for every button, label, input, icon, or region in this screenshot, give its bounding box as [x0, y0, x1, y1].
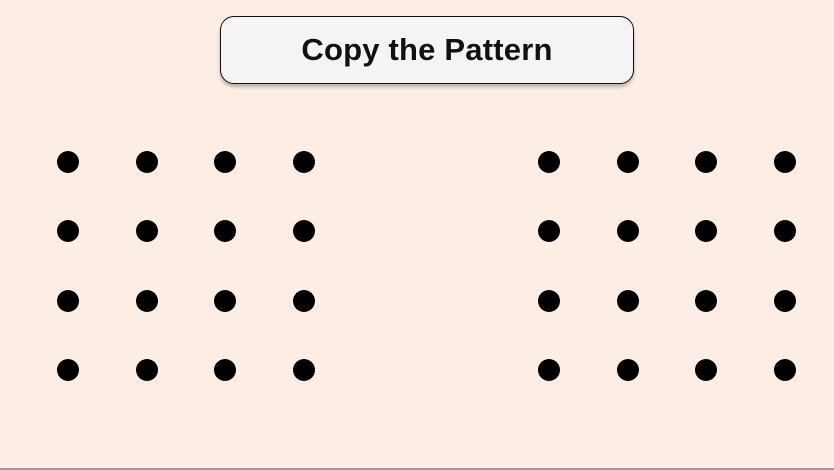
grid-dot: [214, 358, 236, 381]
grid-dot: [214, 151, 236, 173]
grid-dot[interactable]: [695, 220, 717, 243]
grid-dot[interactable]: [538, 220, 560, 243]
grid-dot: [135, 289, 158, 312]
grid-dot[interactable]: [695, 358, 717, 381]
grid-dot[interactable]: [773, 358, 796, 381]
grid-dot: [57, 220, 79, 243]
grid-dot[interactable]: [695, 289, 717, 312]
grid-dot[interactable]: [538, 151, 560, 173]
grid-dot[interactable]: [773, 220, 796, 243]
grid-dot: [57, 358, 79, 381]
page-title: Copy the Pattern: [301, 32, 553, 67]
grid-dot: [57, 151, 79, 173]
grid-dot[interactable]: [616, 151, 639, 173]
grid-dot[interactable]: [538, 289, 560, 312]
bottom-divider: [0, 468, 834, 470]
target-dot-grid[interactable]: [514, 130, 834, 410]
source-dot-grid: [33, 130, 353, 410]
grid-dot[interactable]: [616, 358, 639, 381]
grid-dot: [135, 151, 158, 173]
grid-dot[interactable]: [773, 151, 796, 173]
grid-dot: [292, 358, 315, 381]
grid-dot: [57, 289, 79, 312]
title-banner: Copy the Pattern: [220, 16, 634, 84]
grid-dot[interactable]: [616, 220, 639, 243]
grid-dot[interactable]: [538, 358, 560, 381]
grid-dot: [135, 358, 158, 381]
grid-dot: [292, 289, 315, 312]
grid-dot[interactable]: [695, 151, 717, 173]
grid-dot: [135, 220, 158, 243]
grid-dot: [214, 220, 236, 243]
grid-dot[interactable]: [616, 289, 639, 312]
grid-dot: [292, 220, 315, 243]
grid-dot: [214, 289, 236, 312]
grid-dot[interactable]: [773, 289, 796, 312]
grid-dot: [292, 151, 315, 173]
